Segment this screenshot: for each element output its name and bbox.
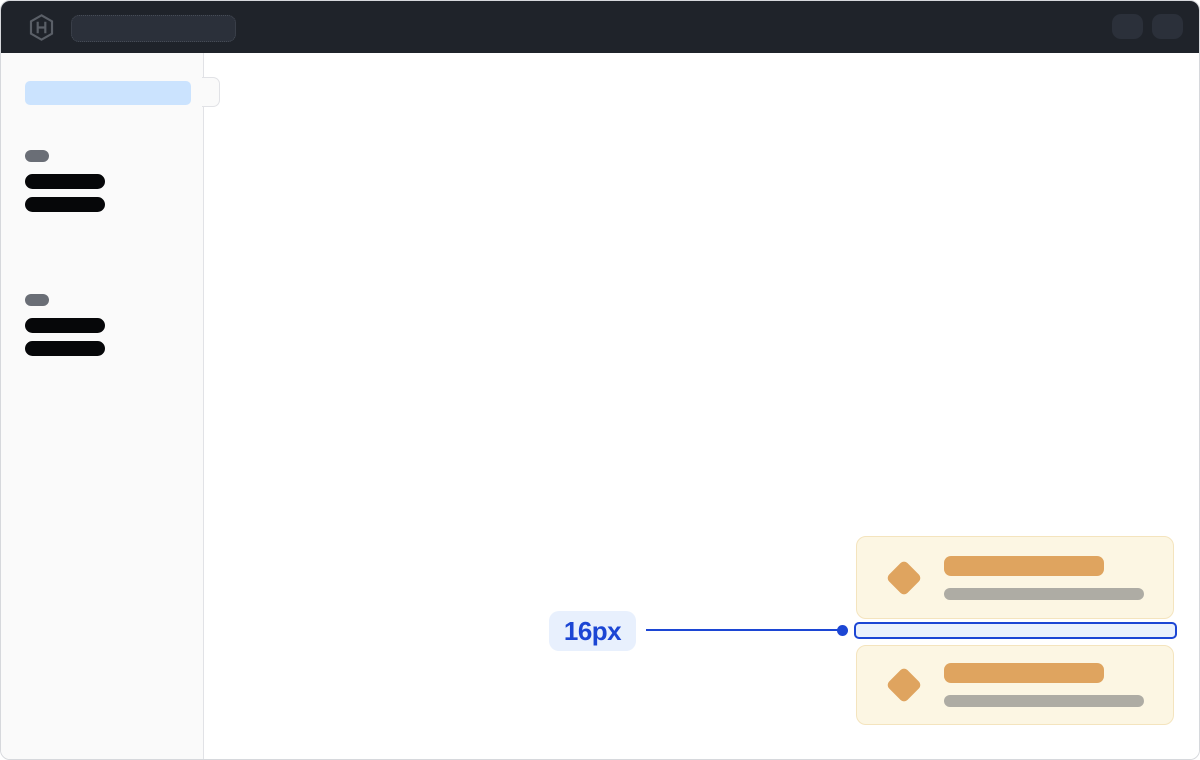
- card-subtitle-placeholder: [944, 695, 1144, 707]
- sidebar-collapse-handle[interactable]: [202, 77, 220, 107]
- sidebar-section-label-placeholder: [25, 150, 49, 162]
- sidebar: [1, 53, 220, 759]
- top-navbar: [1, 1, 1199, 53]
- global-search-placeholder[interactable]: [71, 15, 236, 42]
- nav-action-placeholder[interactable]: [1112, 14, 1143, 39]
- list-item-card[interactable]: [856, 645, 1174, 725]
- list-item-card[interactable]: [856, 536, 1174, 619]
- sidebar-section-label-placeholder: [25, 294, 49, 306]
- navbar-actions: [1112, 14, 1183, 39]
- card-title-placeholder: [944, 555, 1104, 576]
- spacing-annotation-label: 16px: [549, 611, 636, 651]
- card-text-placeholders: [944, 555, 1144, 600]
- card-text-placeholders: [944, 663, 1144, 707]
- card-title-placeholder: [944, 663, 1104, 683]
- card-subtitle-placeholder: [944, 587, 1144, 600]
- diamond-icon: [885, 666, 923, 704]
- sidebar-item-placeholder[interactable]: [25, 197, 105, 212]
- main-content: [205, 53, 1199, 759]
- sidebar-item-placeholder[interactable]: [25, 341, 105, 356]
- diamond-icon: [885, 559, 923, 596]
- hashicorp-logo-icon: [29, 14, 54, 41]
- nav-action-placeholder[interactable]: [1152, 14, 1183, 39]
- annotation-connector-line: [646, 629, 840, 631]
- spacing-highlight-rect: [854, 622, 1177, 639]
- sidebar-item-placeholder[interactable]: [25, 174, 105, 189]
- sidebar-item-placeholder[interactable]: [25, 318, 105, 333]
- annotation-connector-dot: [837, 625, 848, 636]
- sidebar-active-item-placeholder[interactable]: [25, 81, 191, 105]
